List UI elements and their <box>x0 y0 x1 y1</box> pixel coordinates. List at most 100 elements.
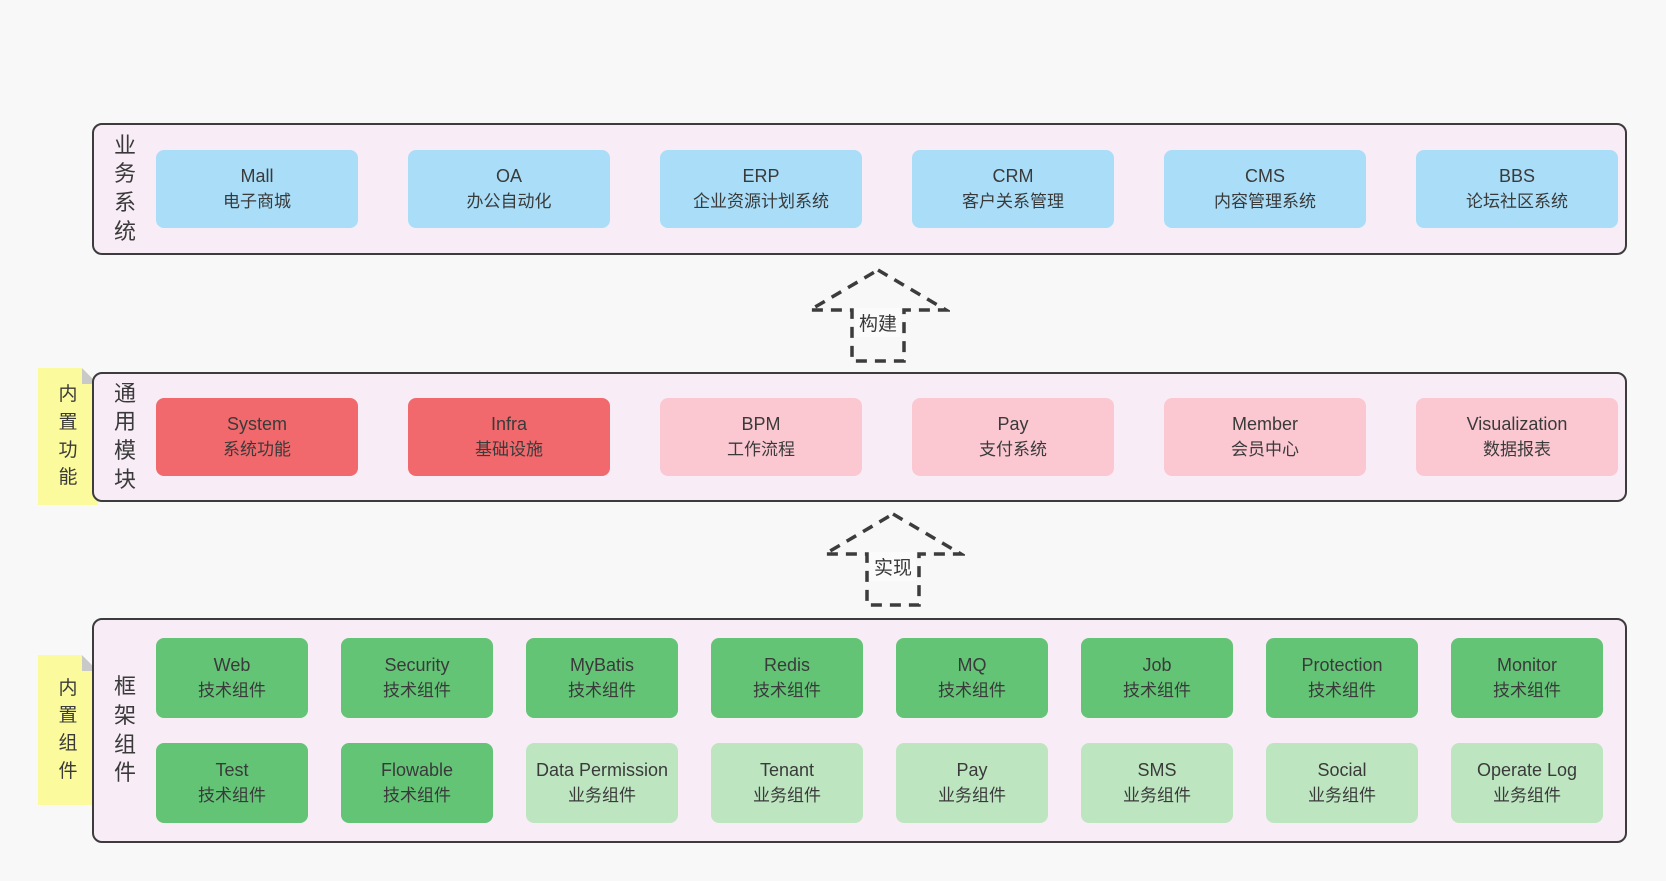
box-pay-biz: Pay 业务组件 <box>896 743 1048 823</box>
box-job-desc: 技术组件 <box>1123 680 1191 700</box>
box-visualization-desc: 数据报表 <box>1483 439 1551 459</box>
box-visualization-name: Visualization <box>1466 414 1568 435</box>
box-operate-log-desc: 业务组件 <box>1493 785 1561 805</box>
box-monitor-name: Monitor <box>1496 655 1558 676</box>
box-social-name: Social <box>1317 760 1367 781</box>
box-test-desc: 技术组件 <box>198 785 266 805</box>
box-sms-desc: 业务组件 <box>1123 785 1191 805</box>
box-security-desc: 技术组件 <box>383 680 451 700</box>
box-mall-desc: 电子商城 <box>223 191 291 211</box>
box-cms-name: CMS <box>1245 166 1285 187</box>
box-oa: OA 办公自动化 <box>408 150 610 228</box>
box-web-desc: 技术组件 <box>198 680 266 700</box>
box-web: Web 技术组件 <box>156 638 308 718</box>
panel-modules-label: 通用模块 <box>94 374 156 500</box>
arrow-build: 构建 <box>806 266 950 364</box>
box-web-name: Web <box>213 655 251 676</box>
box-flowable-name: Flowable <box>380 760 454 781</box>
up-arrow-icon <box>821 511 965 607</box>
box-infra-desc: 基础设施 <box>475 439 543 459</box>
box-erp-desc: 企业资源计划系统 <box>693 191 829 211</box>
box-bbs-name: BBS <box>1498 166 1536 187</box>
box-infra-name: Infra <box>490 414 528 435</box>
box-mall-name: Mall <box>240 166 274 187</box>
box-job: Job 技术组件 <box>1081 638 1233 718</box>
sticky-note-label: 内置组件 <box>58 677 78 782</box>
box-oa-desc: 办公自动化 <box>466 191 552 211</box>
box-mybatis-name: MyBatis <box>569 655 634 676</box>
box-protection-desc: 技术组件 <box>1308 680 1376 700</box>
box-flowable-desc: 技术组件 <box>383 785 451 805</box>
box-security: Security 技术组件 <box>341 638 493 718</box>
box-monitor-desc: 技术组件 <box>1493 680 1561 700</box>
box-crm: CRM 客户关系管理 <box>912 150 1114 228</box>
box-mybatis: MyBatis 技术组件 <box>526 638 678 718</box>
box-redis-desc: 技术组件 <box>753 680 821 700</box>
box-pay-biz-desc: 业务组件 <box>938 785 1006 805</box>
box-security-name: Security <box>384 655 450 676</box>
box-test: Test 技术组件 <box>156 743 308 823</box>
box-system-name: System <box>226 414 287 435</box>
box-pay: Pay 支付系统 <box>912 398 1114 476</box>
box-crm-desc: 客户关系管理 <box>962 191 1064 211</box>
box-sms: SMS 业务组件 <box>1081 743 1233 823</box>
box-monitor: Monitor 技术组件 <box>1451 638 1603 718</box>
box-tenant-desc: 业务组件 <box>753 785 821 805</box>
panel-modules-label-text: 通用模块 <box>113 380 136 492</box>
box-tenant: Tenant 业务组件 <box>711 743 863 823</box>
box-data-permission: Data Permission 业务组件 <box>526 743 678 823</box>
sticky-note-label: 内置功能 <box>58 384 78 489</box>
box-redis: Redis 技术组件 <box>711 638 863 718</box>
arrow-implement: 实现 <box>821 510 965 608</box>
box-operate-log-name: Operate Log <box>1476 760 1578 781</box>
business-row: Mall 电子商城 OA 办公自动化 ERP 企业资源计划系统 CRM 客户关系… <box>156 150 1618 228</box>
box-member: Member 会员中心 <box>1164 398 1366 476</box>
box-social-desc: 业务组件 <box>1308 785 1376 805</box>
box-flowable: Flowable 技术组件 <box>341 743 493 823</box>
up-arrow-icon <box>806 267 950 363</box>
box-crm-name: CRM <box>992 166 1034 187</box>
sticky-note-built-in-components: 内置组件 <box>38 655 98 805</box>
box-erp-name: ERP <box>742 166 780 187</box>
box-bpm-desc: 工作流程 <box>727 439 795 459</box>
box-mq-desc: 技术组件 <box>938 680 1006 700</box>
box-bpm: BPM 工作流程 <box>660 398 862 476</box>
box-cms-desc: 内容管理系统 <box>1214 191 1316 211</box>
panel-business-label: 业务系统 <box>94 125 156 253</box>
box-operate-log: Operate Log 业务组件 <box>1451 743 1603 823</box>
box-mq: MQ 技术组件 <box>896 638 1048 718</box>
box-mq-name: MQ <box>957 655 987 676</box>
box-data-permission-desc: 业务组件 <box>568 785 636 805</box>
box-pay-biz-name: Pay <box>956 760 988 781</box>
box-job-name: Job <box>1142 655 1172 676</box>
box-erp: ERP 企业资源计划系统 <box>660 150 862 228</box>
box-bpm-name: BPM <box>741 414 781 435</box>
box-cms: CMS 内容管理系统 <box>1164 150 1366 228</box>
box-mall: Mall 电子商城 <box>156 150 358 228</box>
box-tenant-name: Tenant <box>759 760 815 781</box>
modules-row: System 系统功能 Infra 基础设施 BPM 工作流程 Pay 支付系统… <box>156 398 1618 476</box>
box-bbs: BBS 论坛社区系统 <box>1416 150 1618 228</box>
panel-framework-components: 框架组件 Web 技术组件 Security 技术组件 MyBatis 技术组件… <box>92 618 1627 843</box>
arrow-build-label: 构建 <box>854 308 902 337</box>
box-pay-desc: 支付系统 <box>979 439 1047 459</box>
sticky-note-built-in-features: 内置功能 <box>38 368 98 505</box>
panel-components-label: 框架组件 <box>94 620 156 841</box>
panel-components-rows: Web 技术组件 Security 技术组件 MyBatis 技术组件 Redi… <box>156 620 1625 841</box>
components-row-2: Test 技术组件 Flowable 技术组件 Data Permission … <box>156 743 1605 823</box>
box-system-desc: 系统功能 <box>223 439 291 459</box>
box-redis-name: Redis <box>763 655 811 676</box>
panel-common-modules: 通用模块 System 系统功能 Infra 基础设施 BPM 工作流程 Pay <box>92 372 1627 502</box>
box-data-permission-name: Data Permission <box>535 760 669 781</box>
box-oa-name: OA <box>495 166 522 187</box>
components-row-1: Web 技术组件 Security 技术组件 MyBatis 技术组件 Redi… <box>156 638 1605 718</box>
box-pay-name: Pay <box>997 414 1029 435</box>
box-test-name: Test <box>215 760 249 781</box>
arrow-implement-label: 实现 <box>869 552 917 581</box>
panel-modules-rows: System 系统功能 Infra 基础设施 BPM 工作流程 Pay 支付系统… <box>156 374 1638 500</box>
box-infra: Infra 基础设施 <box>408 398 610 476</box>
box-bbs-desc: 论坛社区系统 <box>1466 191 1568 211</box>
panel-components-label-text: 框架组件 <box>113 674 136 786</box>
box-member-desc: 会员中心 <box>1231 439 1299 459</box>
